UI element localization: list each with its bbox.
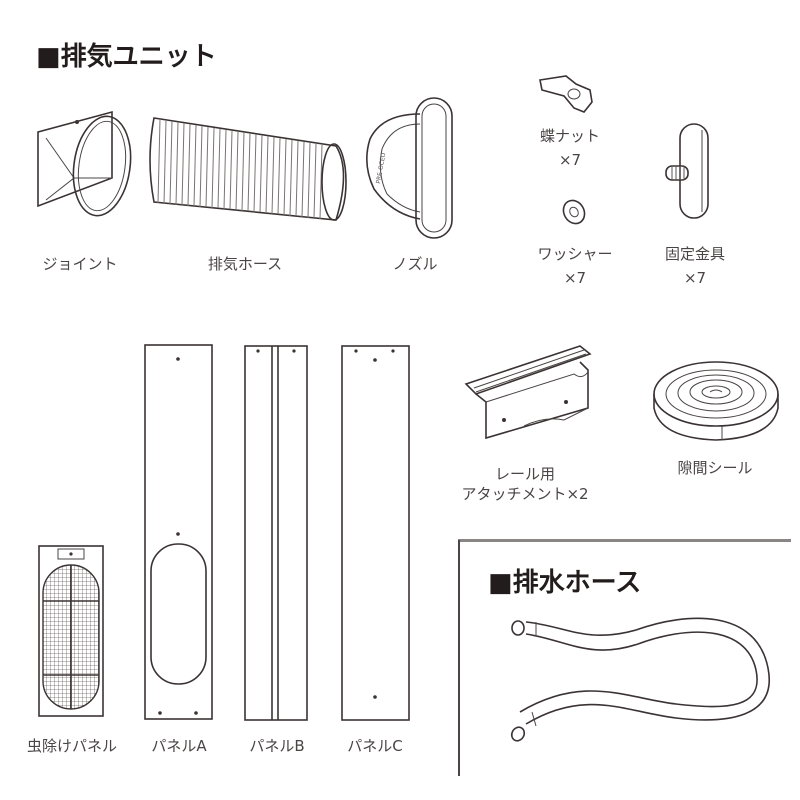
drain-section-top-border — [458, 539, 791, 542]
joint-icon — [37, 110, 132, 217]
rail-attachment-icon — [464, 345, 592, 440]
section-title-exhaust-unit: ■排気ユニット — [36, 42, 217, 72]
panel-b-icon — [244, 345, 308, 721]
nozzle-label: ノズル — [392, 255, 438, 273]
panel-b-label: パネルB — [249, 737, 305, 755]
section-title-drain-hose: ■排水ホース — [488, 568, 642, 598]
drain-section-left-border — [458, 540, 460, 776]
insect-panel-icon — [38, 545, 104, 717]
gap-seal-icon — [653, 361, 779, 441]
exhaust-hose-icon — [149, 117, 347, 221]
wing-nut-label: 蝶ナット — [539, 127, 600, 145]
exhaust-hose-label: 排気ホース — [207, 255, 283, 273]
wing-nut-qty: ×7 — [558, 151, 582, 169]
bracket-qty: ×7 — [683, 269, 707, 287]
rail-attachment-label-line2: アタッチメント×2 — [461, 485, 589, 503]
washer-label: ワッシャー — [537, 245, 613, 263]
insect-panel-label: 虫除けパネル — [26, 737, 117, 755]
joint-label: ジョイント — [42, 255, 118, 273]
drain-hose-icon — [510, 617, 771, 742]
bracket-label: 固定金具 — [664, 245, 725, 263]
svg-text:PRE-OCEO: PRE-OCEO — [375, 152, 387, 184]
nozzle-icon: PRE-OCEO — [366, 97, 453, 239]
panel-a-label: パネルA — [151, 737, 207, 755]
washer-icon — [562, 199, 586, 225]
gap-seal-label: 隙間シール — [677, 459, 753, 477]
panel-a-icon — [144, 344, 213, 720]
washer-qty: ×7 — [563, 269, 587, 287]
panel-c-label: パネルC — [347, 737, 403, 755]
panel-c-icon — [341, 345, 410, 721]
bracket-icon — [665, 123, 709, 219]
rail-attachment-label-line1: レール用 — [494, 465, 555, 483]
wing-nut-icon — [539, 75, 593, 113]
